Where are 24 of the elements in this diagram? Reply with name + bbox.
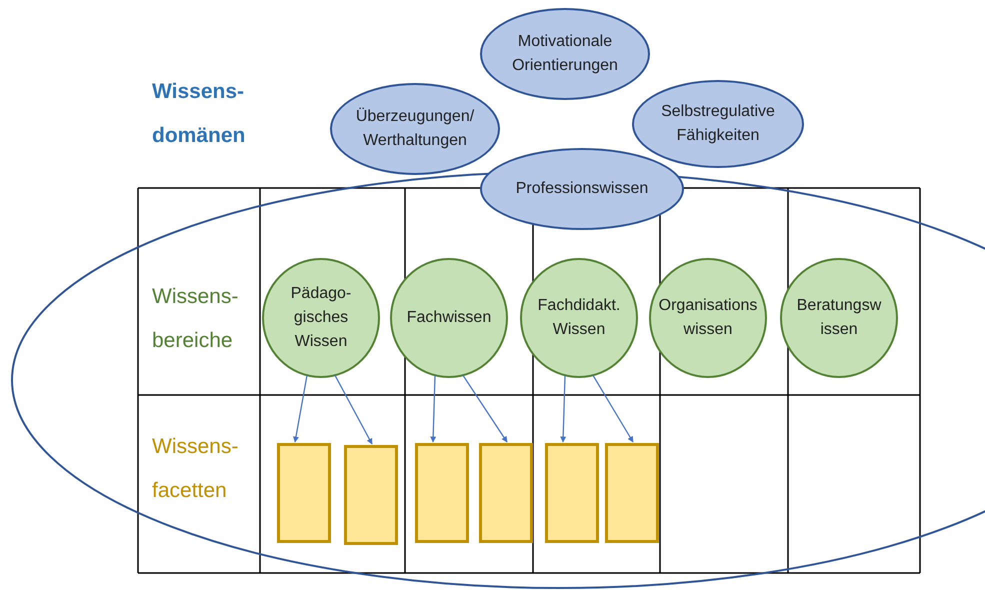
arrow bbox=[334, 375, 373, 445]
node-label: Beratungsw issen bbox=[796, 296, 882, 340]
arrow bbox=[293, 375, 308, 443]
facet-box bbox=[479, 443, 533, 543]
node-label: Überzeugungen/ Werthaltungen bbox=[356, 106, 474, 151]
node-label: Pädago- gisches Wissen bbox=[290, 284, 352, 352]
arrow bbox=[560, 375, 566, 443]
node-label: Motivationale Orientierungen bbox=[511, 32, 619, 76]
node-label: Fachdidakt. Wissen bbox=[536, 296, 622, 340]
facet-box bbox=[415, 443, 469, 543]
arrow bbox=[592, 375, 634, 443]
row-label: Wissens- facetten bbox=[152, 434, 240, 504]
arrow bbox=[430, 375, 436, 443]
facet-box bbox=[344, 445, 398, 545]
arrow bbox=[462, 374, 508, 442]
row-label: Wissens- domänen bbox=[152, 79, 246, 149]
node-label: Selbstregulative Fähigkeiten bbox=[660, 102, 776, 146]
node-label: Professionswissen bbox=[516, 179, 648, 199]
facet-box bbox=[545, 443, 599, 543]
node-label: Fachwissen bbox=[406, 308, 492, 328]
node-label: Organisations wissen bbox=[658, 296, 758, 340]
row-label: Wissens- bereiche bbox=[152, 284, 240, 354]
facet-box bbox=[605, 443, 659, 543]
facet-box bbox=[277, 443, 331, 543]
